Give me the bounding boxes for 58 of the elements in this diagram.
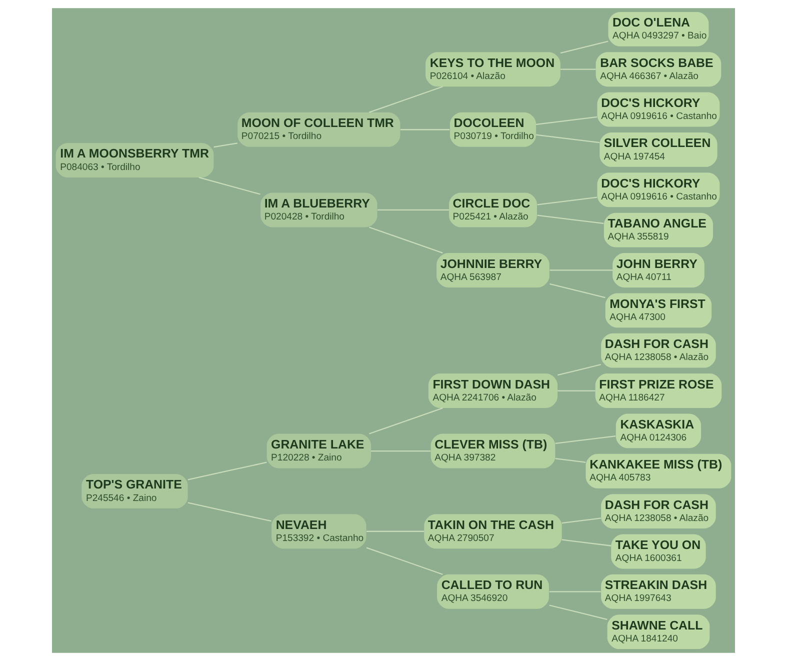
node-box: TAKIN ON THE CASH AQHA 2790507 [424, 514, 562, 549]
connector [366, 530, 424, 532]
node-box: GRANITE LAKE P120228 • Zaino [266, 434, 371, 468]
node-box: TABANO ANGLE AQHA 355819 [603, 212, 712, 248]
connector [368, 226, 442, 254]
connector [549, 270, 612, 271]
node-box: TAKE YOU ON AQHA 1600361 [610, 534, 706, 569]
connector [560, 40, 608, 54]
node-box: DASH FOR CASH AQHA 1238058 • Alazão [600, 494, 716, 529]
connector [557, 364, 601, 376]
node-box: FIRST DOWN DASH AQHA 2241706 • Alazão [428, 374, 558, 408]
connector [400, 129, 450, 130]
connector [368, 86, 442, 113]
connector [557, 390, 595, 392]
node-box: DOC O'LENA AQHA 0493297 • Baio [608, 12, 708, 46]
connector [549, 283, 605, 298]
connector [548, 604, 607, 620]
connector [561, 539, 610, 546]
connector [554, 458, 586, 463]
connector [561, 518, 601, 524]
node-box: SILVER COLLEEN AQHA 197454 [599, 132, 717, 167]
connector [548, 591, 600, 592]
connector [368, 408, 442, 434]
node-box: KASKASKIA AQHA 0124306 [615, 414, 701, 448]
node-box: CIRCLE DOC P025421 • Alazão [448, 192, 536, 228]
node-box: KEYS TO THE MOON P026104 • Alazão [425, 52, 560, 87]
node-box: CALLED TO RUN AQHA 3546920 [436, 574, 548, 609]
node-box: MONYA'S FIRST AQHA 47300 [604, 293, 712, 328]
node-box: SHAWNE CALL AQHA 1841240 [606, 614, 710, 650]
connector [370, 450, 430, 452]
connector [187, 462, 266, 480]
connector [554, 436, 616, 444]
node-box: KANKAKEE MISS (TB) AQHA 405783 [585, 454, 731, 488]
node-box: DOC'S HICKORY AQHA 0919616 • Castanho [596, 92, 720, 127]
connector [536, 134, 600, 144]
node-box: TOP'S GRANITE P245546 • Zaino [81, 474, 188, 508]
connector [187, 502, 271, 522]
node-box: STREAKIN DASH AQHA 1997643 [600, 574, 716, 609]
node-box: BAR SOCKS BABE AQHA 466367 • Alazão [595, 52, 721, 87]
node-box: DOC'S HICKORY AQHA 0919616 • Castanho [596, 172, 720, 208]
node-box: IM A BLUEBERRY P020428 • Tordilho [260, 192, 377, 228]
node-box: MOON OF COLLEEN TMR P070215 • Tordilho [237, 112, 400, 147]
connector [376, 209, 448, 211]
node-box: DOCOLEEN P030719 • Tordilho [449, 112, 536, 147]
connector [560, 68, 596, 70]
node-box: FIRST PRIZE ROSE AQHA 1186427 [594, 374, 722, 408]
connector [536, 116, 597, 126]
connector [198, 176, 260, 195]
node-box: CLEVER MISS (TB) AQHA 397382 [430, 434, 555, 468]
node-box: IM A MOONSBERRY TMR P084063 • Tordilho [55, 143, 214, 178]
connector [536, 196, 597, 206]
connector [366, 547, 442, 575]
node-box: NEVAEH P153392 • Castanho [271, 514, 366, 549]
node-box: JOHNNIE BERRY AQHA 563987 [436, 253, 549, 288]
connector [536, 214, 604, 224]
connector [213, 142, 237, 148]
node-box: DASH FOR CASH AQHA 1238058 • Alazão [600, 333, 716, 368]
node-box: JOHN BERRY AQHA 40711 [612, 253, 704, 288]
